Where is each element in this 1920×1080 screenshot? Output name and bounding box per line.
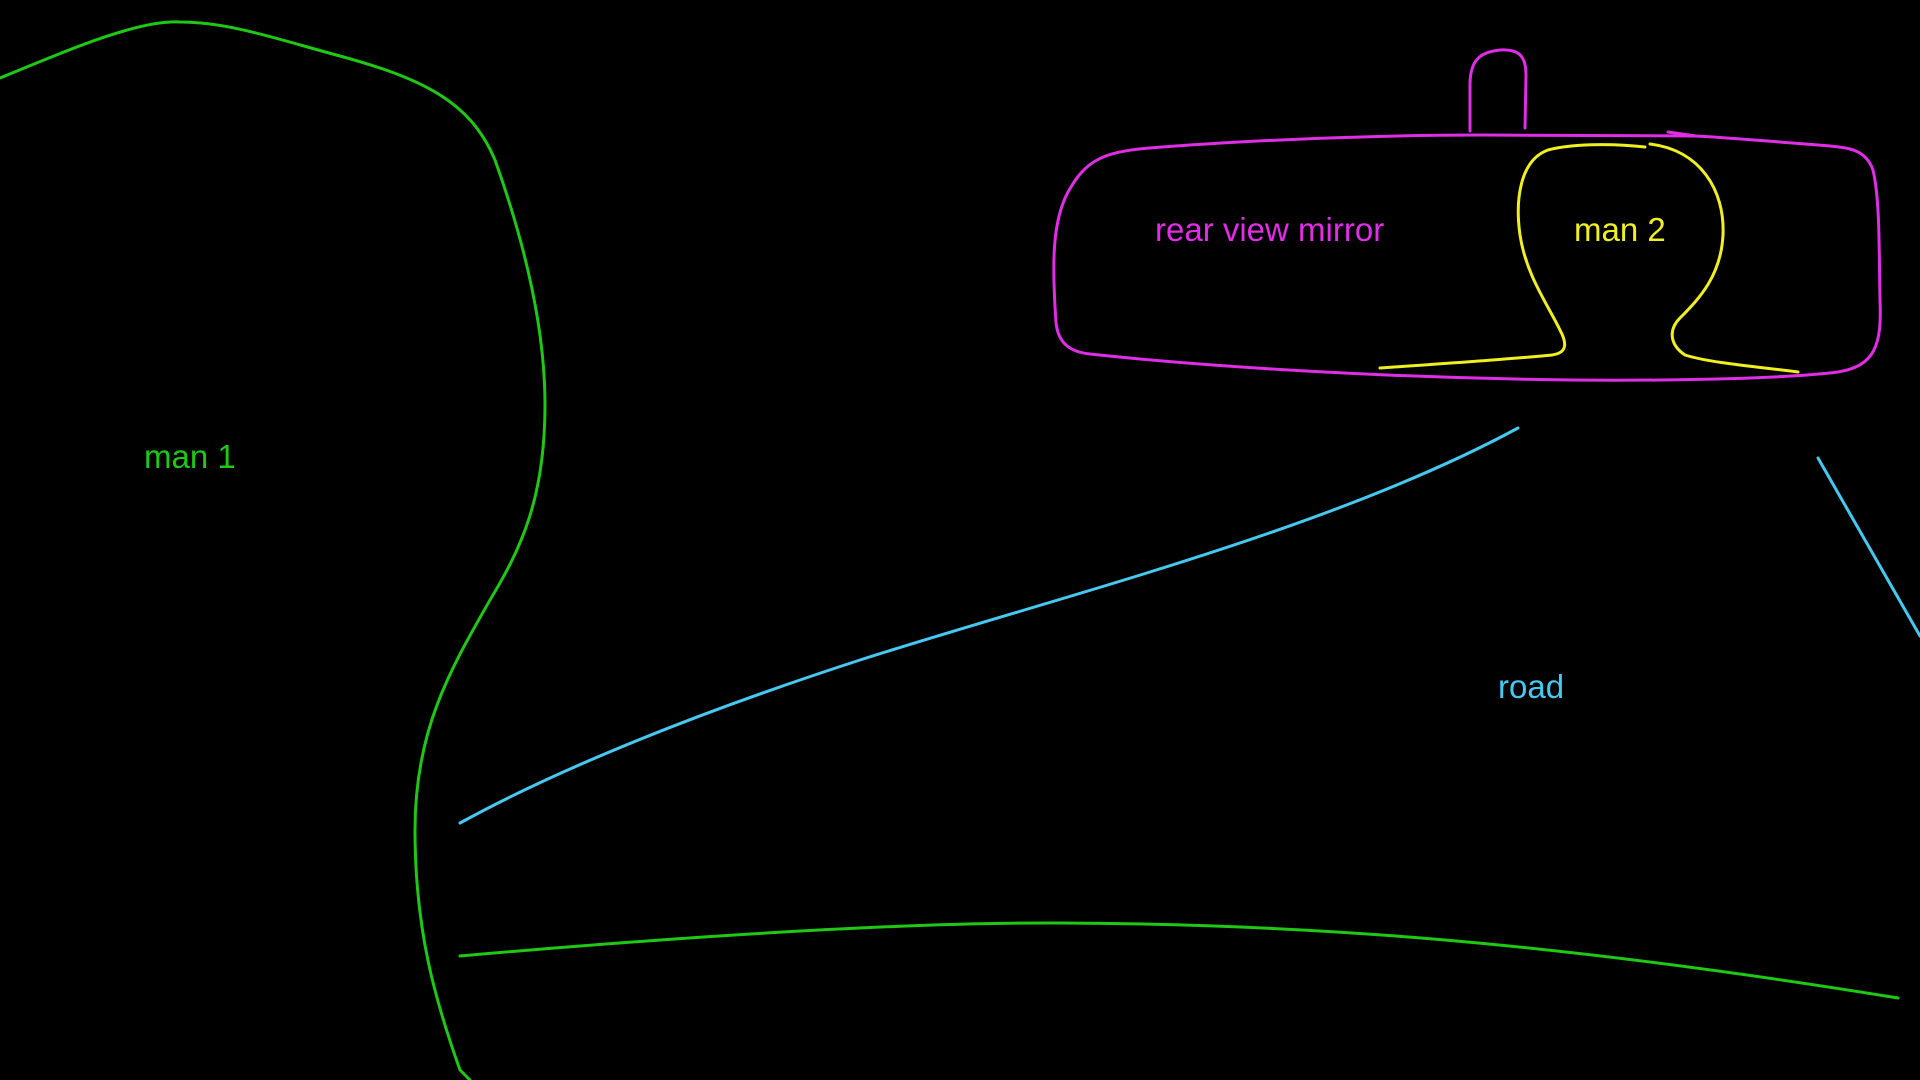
man-2-outline-right: [1648, 142, 1800, 374]
rear-view-mirror-group: rear view mirror: [1052, 48, 1882, 382]
mirror-label: rear view mirror: [1155, 211, 1384, 248]
road-right-edge: [1816, 456, 1920, 638]
man-2-group: man 2: [1378, 142, 1800, 374]
man-2-outline-left: [1378, 143, 1647, 370]
road-group: road: [458, 426, 1920, 825]
man-1-outline: [0, 20, 547, 1080]
man-1-shoulder-line: [458, 921, 1900, 1000]
mirror-outline: [1052, 133, 1882, 382]
road-left-edge: [458, 426, 1520, 825]
mirror-mount: [1468, 48, 1528, 133]
man-1-label: man 1: [144, 438, 236, 475]
man-2-label: man 2: [1574, 211, 1666, 248]
man-1-group: man 1: [0, 20, 1900, 1080]
mirror-top-accent: [1666, 130, 1698, 138]
road-label: road: [1498, 668, 1564, 705]
